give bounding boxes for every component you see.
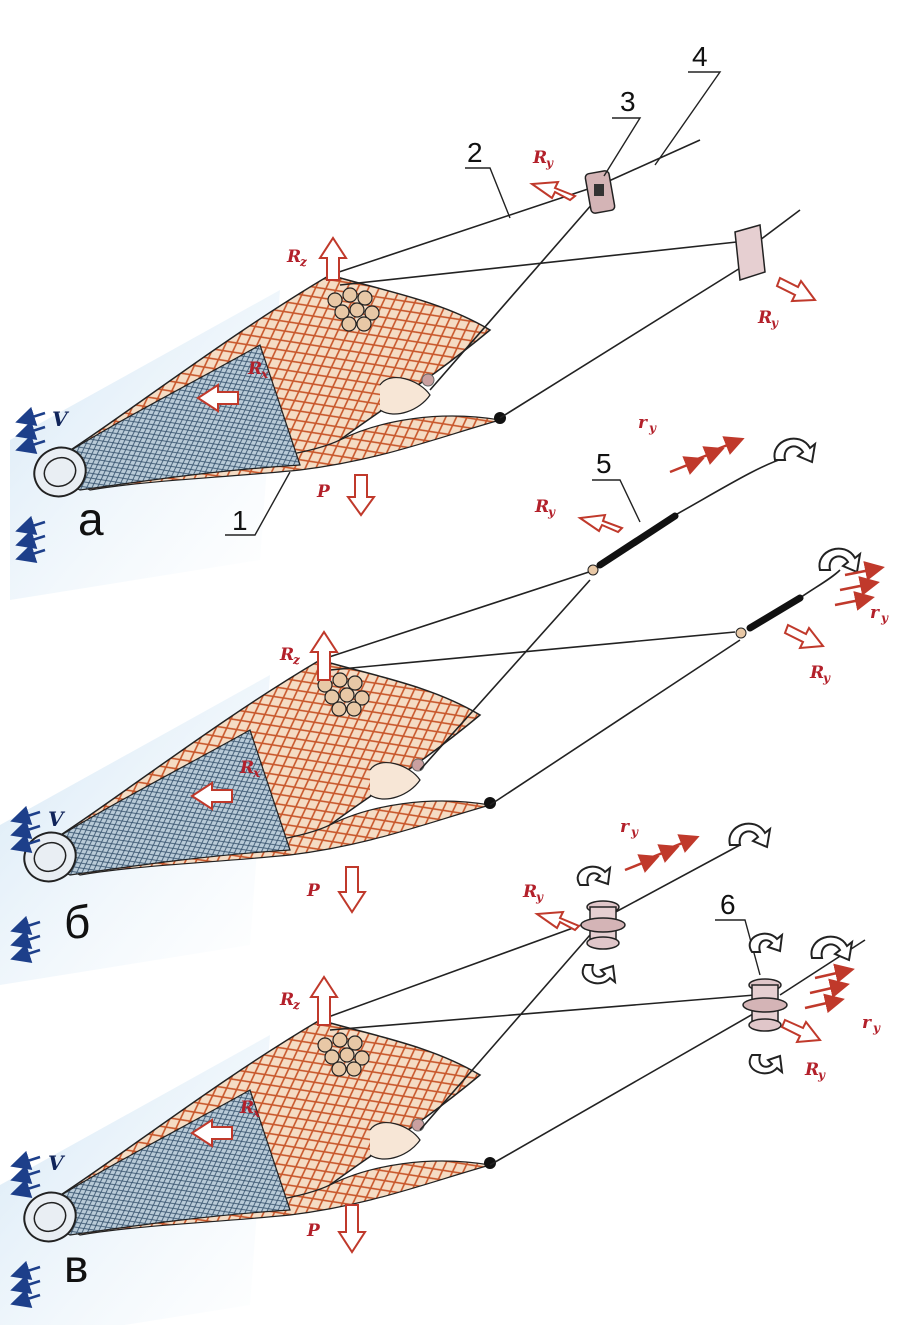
side-label: R: [522, 882, 537, 902]
callout-5: 5: [596, 448, 612, 479]
side-arrow-icon: [785, 625, 823, 648]
svg-text:y: y: [872, 1021, 881, 1035]
weight-arrow-icon: [339, 1205, 365, 1252]
svg-text:y: y: [545, 156, 554, 170]
panel-a: 1 2 3 4 V R z R x P R y R y а: [10, 41, 815, 600]
callout-1: 1: [232, 505, 248, 536]
svg-text:y: y: [817, 1068, 826, 1082]
svg-text:z: z: [299, 255, 308, 269]
jet-arrows-icon: [670, 440, 880, 605]
side-arrow-icon: [537, 912, 579, 930]
svg-text:y: y: [770, 316, 779, 330]
side-label: R: [804, 1060, 819, 1080]
callout-3: 3: [620, 86, 636, 117]
callout-4: 4: [692, 41, 708, 72]
side-label: R: [532, 148, 547, 168]
lift-arrow-icon: [311, 977, 337, 1025]
side-arrow-icon: [532, 182, 575, 200]
callout-6: 6: [720, 889, 736, 920]
weight-arrow-icon: [339, 867, 365, 912]
side-label: R: [809, 663, 824, 683]
svg-text:x: x: [252, 766, 261, 780]
svg-text:y: y: [547, 505, 556, 519]
svg-text:z: z: [292, 653, 301, 667]
jet-label: r: [870, 603, 880, 623]
side-label: R: [534, 497, 549, 517]
weight-label: P: [306, 1221, 321, 1241]
jet-label: r: [638, 413, 648, 433]
side-arrow-icon: [782, 1020, 820, 1042]
panel-label-a: а: [78, 493, 104, 545]
svg-text:y: y: [648, 421, 657, 435]
rotor-icon: [743, 979, 787, 1031]
lift-label: R: [279, 990, 294, 1010]
otter-board-icon: [735, 225, 765, 280]
side-arrow-icon: [777, 278, 815, 301]
svg-text:y: y: [535, 890, 544, 904]
jet-label: r: [620, 817, 630, 837]
rotor-icon: [581, 901, 625, 949]
weight-label: P: [306, 881, 321, 901]
svg-text:y: y: [822, 671, 831, 685]
lift-label: R: [286, 247, 301, 267]
svg-text:y: y: [880, 611, 889, 625]
svg-text:x: x: [252, 1106, 261, 1120]
drag-label: R: [239, 758, 254, 778]
jet-label: r: [862, 1013, 872, 1033]
svg-text:z: z: [292, 998, 301, 1012]
side-arrow-icon: [580, 515, 622, 532]
lift-label: R: [279, 645, 294, 665]
svg-text:x: x: [260, 367, 269, 381]
drag-label: R: [247, 359, 262, 379]
weight-arrow-icon: [348, 475, 374, 515]
jet-arrows-icon: [625, 838, 850, 1008]
weight-label: P: [316, 482, 331, 502]
flow-label: V: [48, 1151, 66, 1175]
drag-label: R: [239, 1098, 254, 1118]
panel-label-c: в: [64, 1240, 88, 1292]
float-icon: [588, 516, 800, 638]
lift-arrow-icon: [320, 238, 346, 280]
flow-label: V: [52, 407, 70, 431]
callout-2: 2: [467, 137, 483, 168]
svg-text:y: y: [630, 825, 639, 839]
flow-label: V: [48, 807, 66, 831]
side-label: R: [757, 308, 772, 328]
rotation-arrow-icon: [774, 439, 860, 572]
panel-label-b: б: [64, 896, 90, 948]
